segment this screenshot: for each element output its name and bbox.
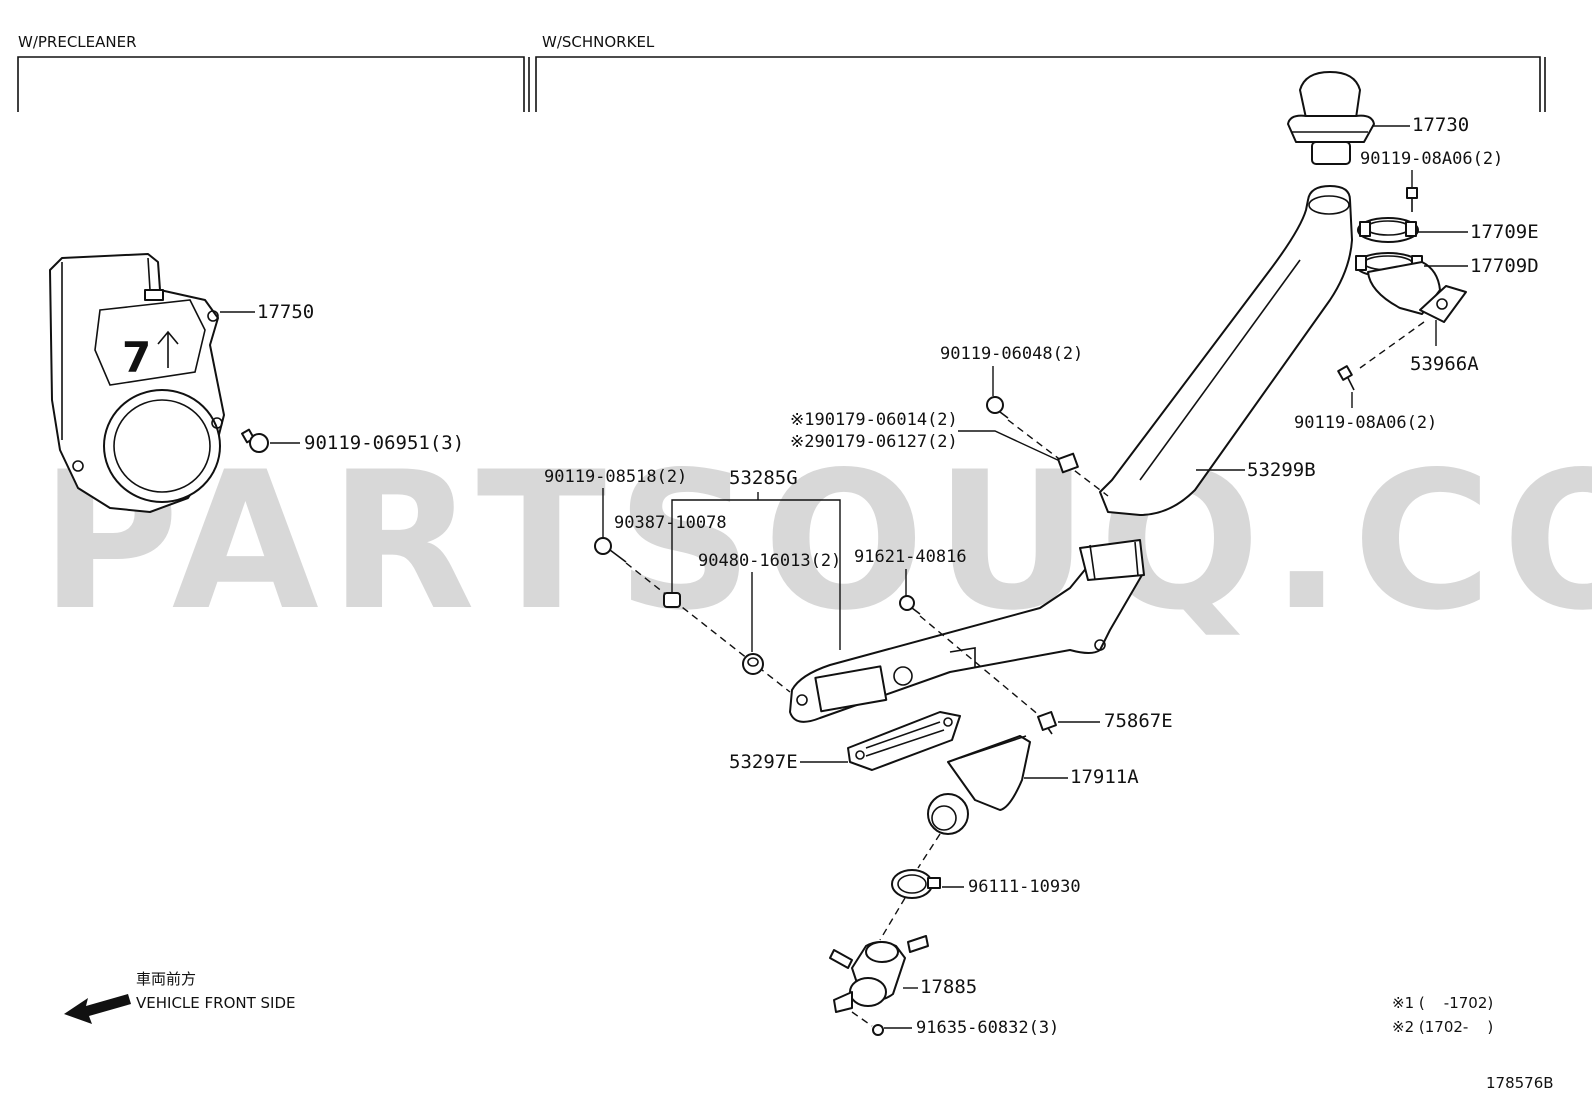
dash-clamp-17885	[879, 897, 906, 941]
section-bracket-schnorkel	[535, 56, 1546, 112]
label-17709D: 17709D	[1470, 255, 1539, 277]
bolt-90119-08518-drawing	[594, 537, 627, 563]
label-17730: 17730	[1412, 114, 1469, 136]
front-arrow-icon	[64, 994, 131, 1024]
hose-17885-drawing	[829, 935, 929, 1013]
spacer-90387-10078-drawing	[663, 592, 681, 608]
gasket-53966A-drawing	[1419, 285, 1467, 323]
clip-75867E-drawing	[1037, 711, 1057, 735]
bolt-90119-06048-drawing	[986, 396, 1009, 419]
label-17750: 17750	[257, 301, 314, 323]
garnish-53285G-drawing	[789, 539, 1145, 723]
dash-90119-06048	[1007, 419, 1109, 497]
grommet-90480-16013-drawing	[742, 653, 764, 675]
svg-text:7: 7	[122, 333, 151, 382]
leader-90179	[958, 430, 1063, 463]
label-90119-06951: 90119-06951(3)	[304, 432, 464, 454]
label-75867E: 75867E	[1104, 710, 1173, 732]
direction-label-en: VEHICLE FRONT SIDE	[136, 994, 296, 1012]
bolt-90119-06951-drawing	[241, 428, 269, 453]
diagram-id: 178576B	[1486, 1074, 1554, 1092]
dash-91621-40816	[919, 615, 1041, 717]
dash-53966A-bolt	[1359, 321, 1425, 369]
label-91621-40816: 91621-40816	[854, 547, 967, 567]
clamp-17709E-drawing	[1357, 217, 1419, 243]
dash-90119-08518	[625, 562, 791, 693]
section-title-precleaner: W/PRECLEANER	[18, 33, 137, 51]
clip-90179-drawing	[1057, 452, 1079, 474]
label-53966A: 53966A	[1410, 353, 1479, 375]
label-17885: 17885	[920, 976, 977, 998]
label-91635-60832: 91635-60832(3)	[916, 1018, 1059, 1038]
label-90119-08A06-top: 90119-08A06(2)	[1360, 149, 1503, 169]
clamp-17709D-drawing	[1355, 252, 1441, 315]
label-90119-06048: 90119-06048(2)	[940, 344, 1083, 364]
snorkel-head-17730-drawing	[1287, 71, 1375, 165]
label-90119-08518: 90119-08518(2)	[544, 467, 687, 487]
inlet-duct-17911A-drawing	[927, 735, 1031, 835]
louver-53297E-drawing	[847, 711, 961, 771]
label-53285G: 53285G	[729, 467, 798, 489]
label-17709E: 17709E	[1470, 221, 1539, 243]
label-96111-10930: 96111-10930	[968, 877, 1081, 897]
label-90179-06127: ※290179-06127(2)	[790, 432, 958, 452]
bolt-90119-08A06-top-drawing	[1406, 187, 1418, 212]
section-bracket-precleaner	[17, 56, 530, 112]
note-2: ※2 (1702- )	[1392, 1018, 1493, 1036]
label-90387-10078: 90387-10078	[614, 513, 727, 533]
precleaner-17750-drawing: 7	[49, 253, 225, 513]
label-53299B: 53299B	[1247, 459, 1316, 481]
bolt-91635-60832-drawing	[872, 1024, 884, 1036]
section-title-schnorkel: W/SCHNORKEL	[542, 33, 655, 51]
note-1: ※1 ( -1702)	[1392, 994, 1493, 1012]
label-90480-16013: 90480-16013(2)	[698, 551, 841, 571]
snorkel-pipe-53299B-drawing	[1099, 185, 1353, 516]
leader-53285G	[671, 492, 841, 650]
bolt-90119-08A06-bottom-drawing	[1337, 365, 1355, 391]
hose-clamp-96111-10930-drawing	[891, 869, 941, 899]
dash-17885-bolt	[851, 1011, 873, 1027]
label-90179-06014: ※190179-06014(2)	[790, 410, 958, 430]
watermark: PARTSOUQ.COM	[40, 431, 1592, 652]
dash-17911A-clamp	[917, 833, 941, 869]
direction-label-jp: 車両前方	[136, 970, 196, 988]
label-90119-08A06-bottom: 90119-08A06(2)	[1294, 413, 1437, 433]
label-17911A: 17911A	[1070, 766, 1139, 788]
label-53297E: 53297E	[729, 751, 798, 773]
bolt-91621-40816-drawing	[899, 595, 921, 615]
